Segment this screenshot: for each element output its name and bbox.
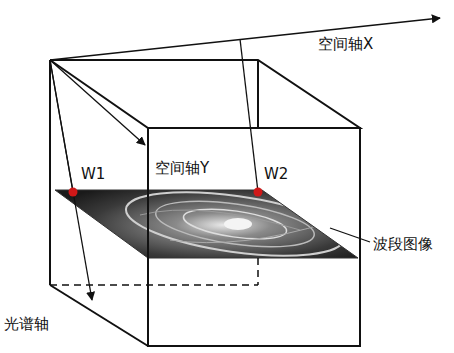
point-label: W1	[79, 166, 107, 183]
axis-label: 空间轴X	[318, 36, 373, 53]
point-w1	[69, 188, 78, 197]
cube-edges	[50, 60, 360, 346]
callout-label: 波段图像	[373, 236, 433, 253]
point-w2	[254, 188, 263, 197]
point-label: W2	[262, 166, 290, 183]
hidden-edges	[50, 258, 258, 285]
axis-label: 空间轴Y	[153, 160, 211, 177]
band-image	[50, 181, 365, 267]
axis-label: 光谱轴	[4, 316, 49, 333]
axes	[50, 18, 440, 300]
